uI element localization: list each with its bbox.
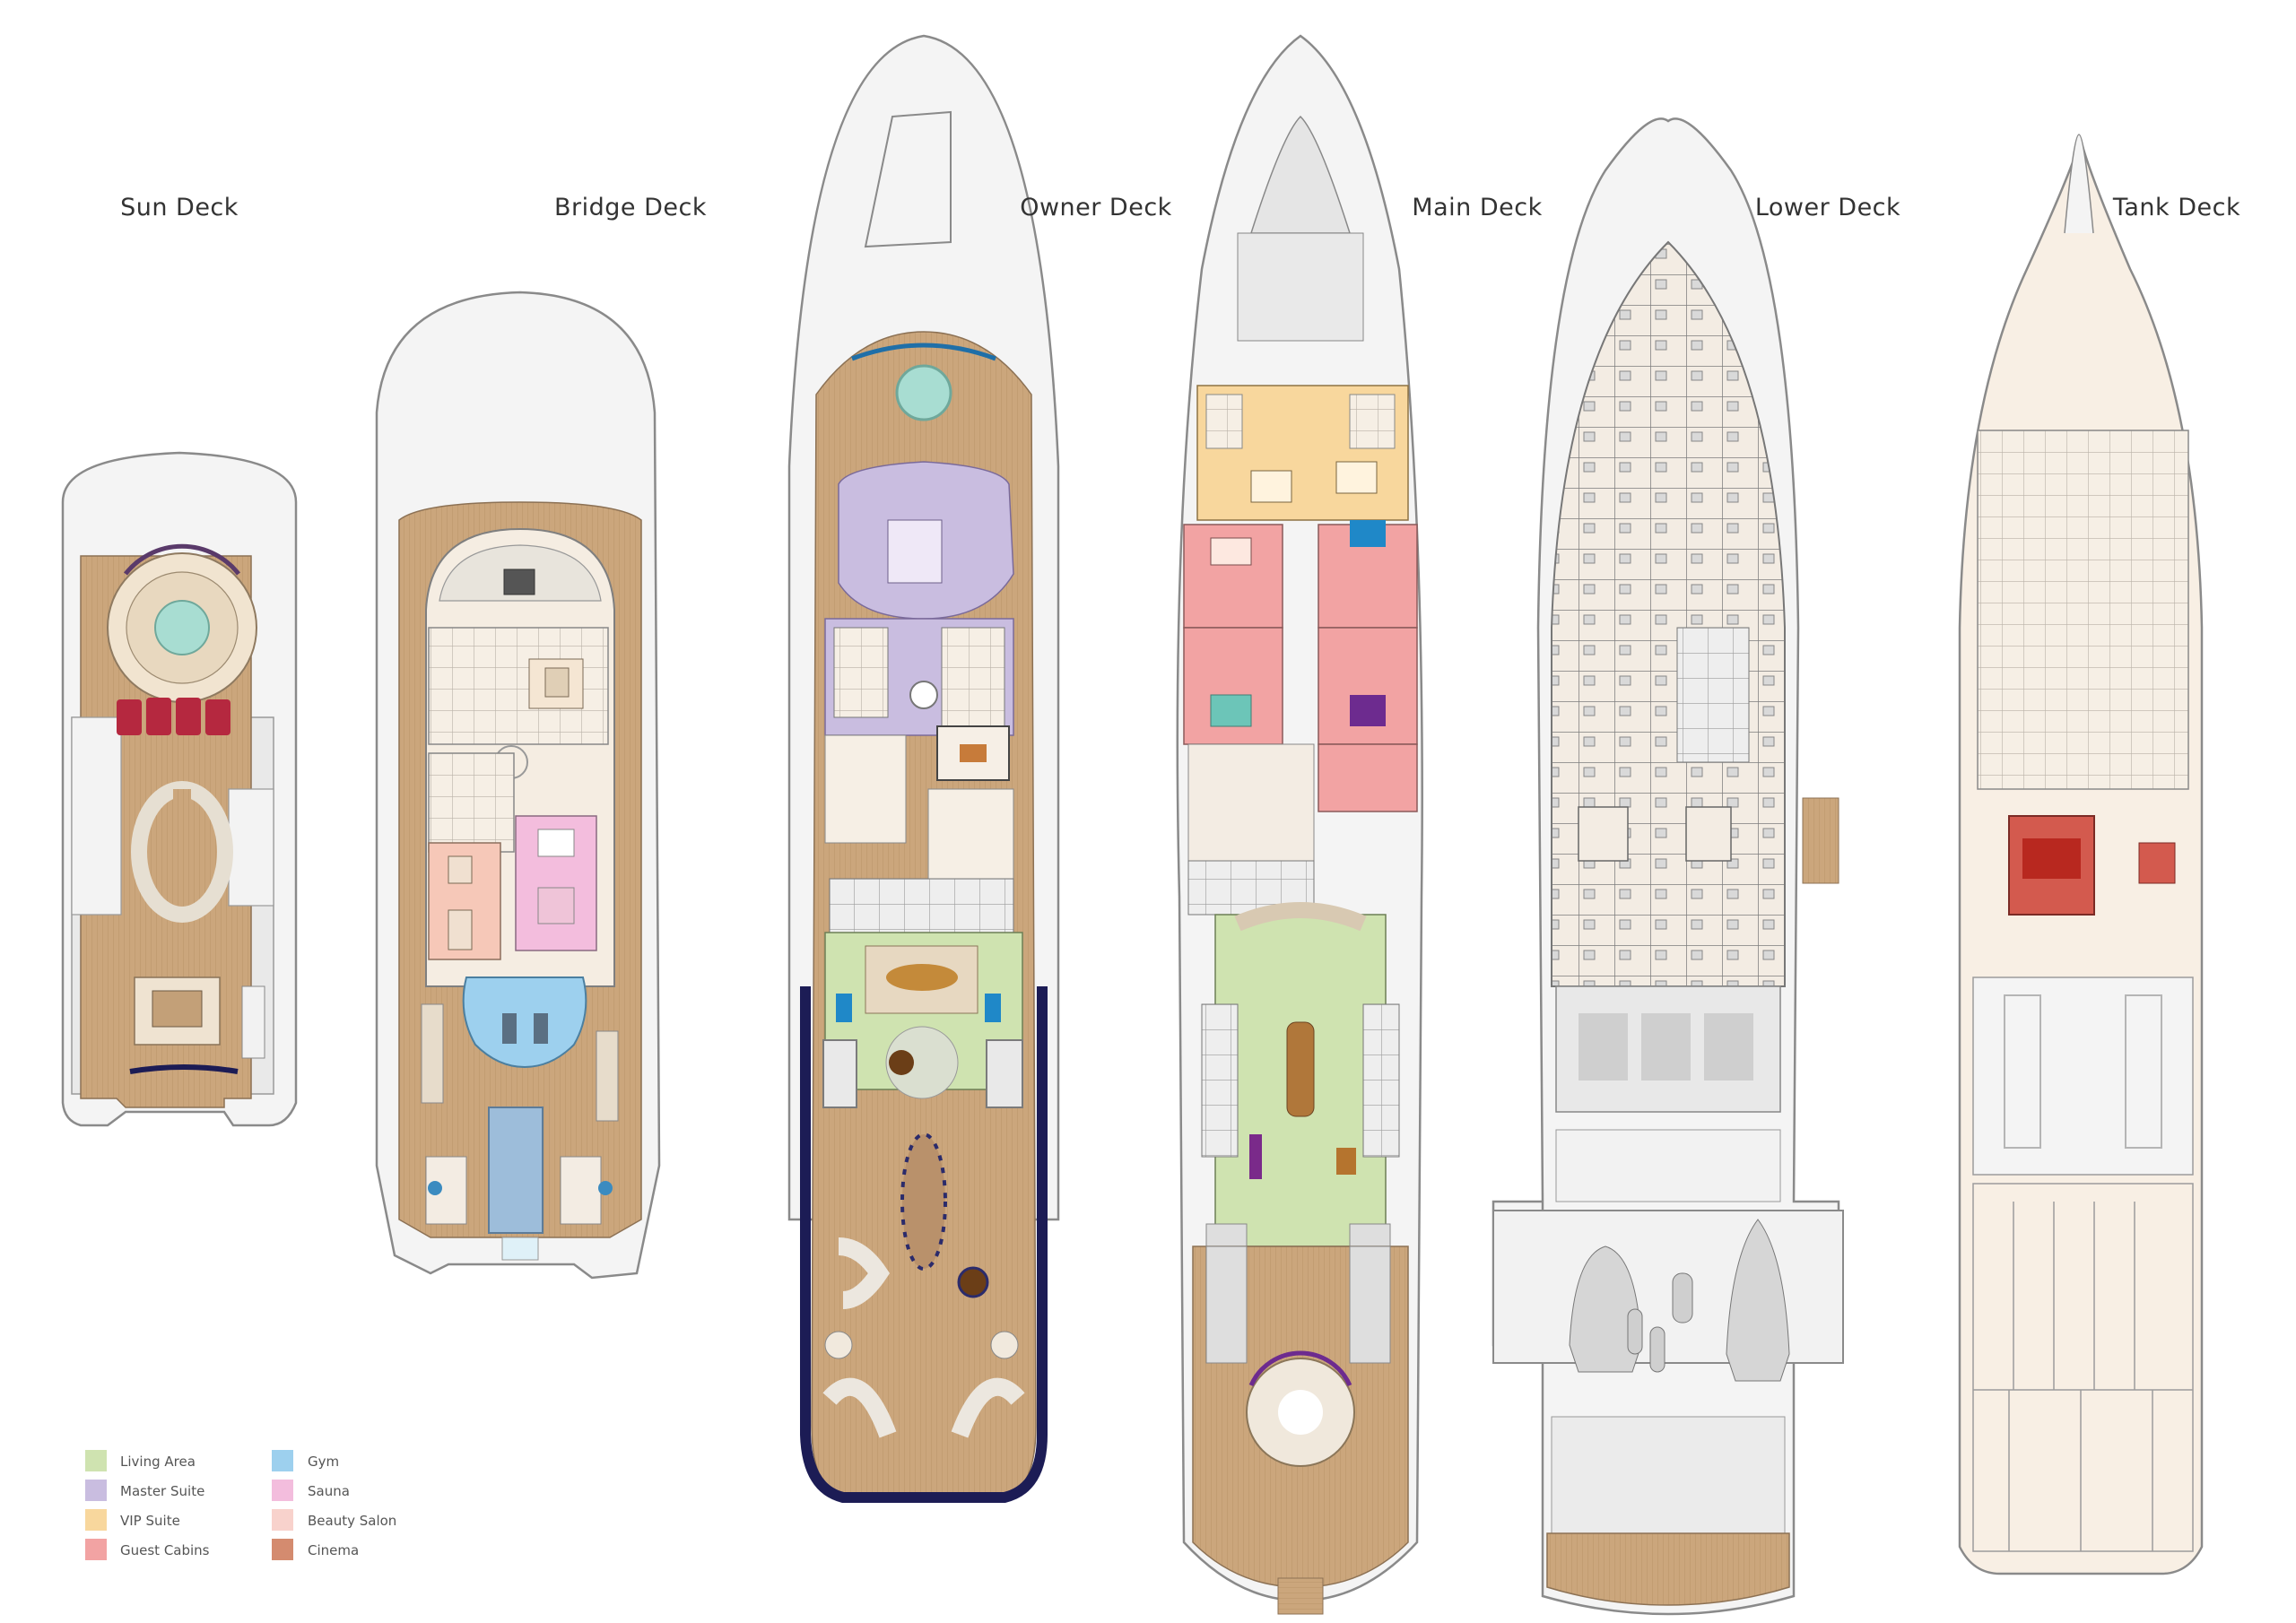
lower-deck (1492, 117, 1844, 1616)
main-deck (1176, 34, 1423, 1615)
deck-title-tank: Tank Deck (2112, 194, 2240, 221)
owner-deck (787, 34, 1060, 1503)
legend-swatch-cinema (272, 1539, 293, 1560)
legend-label-gym: Gym (308, 1454, 339, 1470)
legend: Living Area Master Suite VIP Suite Guest… (85, 1450, 396, 1560)
sun-deck (61, 451, 298, 1127)
legend-label-cinema: Cinema (308, 1542, 359, 1558)
legend-swatch-living-area (85, 1450, 107, 1471)
deck-title-owner: Owner Deck (1020, 194, 1172, 221)
legend-label-guest-cabins: Guest Cabins (120, 1542, 210, 1558)
legend-label-master-suite: Master Suite (120, 1483, 204, 1499)
tank-deck (1958, 134, 2204, 1575)
deck-title-main: Main Deck (1412, 194, 1542, 221)
deck-title-sun: Sun Deck (120, 194, 239, 221)
legend-label-beauty-salon: Beauty Salon (308, 1513, 396, 1529)
deck-title-bridge: Bridge Deck (554, 194, 707, 221)
legend-swatch-vip-suite (85, 1509, 107, 1531)
legend-label-living-area: Living Area (120, 1454, 196, 1470)
legend-swatch-master-suite (85, 1480, 107, 1501)
legend-label-vip-suite: VIP Suite (120, 1513, 180, 1529)
legend-label-sauna: Sauna (308, 1483, 350, 1499)
legend-swatch-guest-cabins (85, 1539, 107, 1560)
legend-swatch-sauna (272, 1480, 293, 1501)
bridge-deck (375, 291, 661, 1280)
legend-swatch-gym (272, 1450, 293, 1471)
deck-title-lower: Lower Deck (1755, 194, 1900, 221)
legend-swatch-beauty-salon (272, 1509, 293, 1531)
